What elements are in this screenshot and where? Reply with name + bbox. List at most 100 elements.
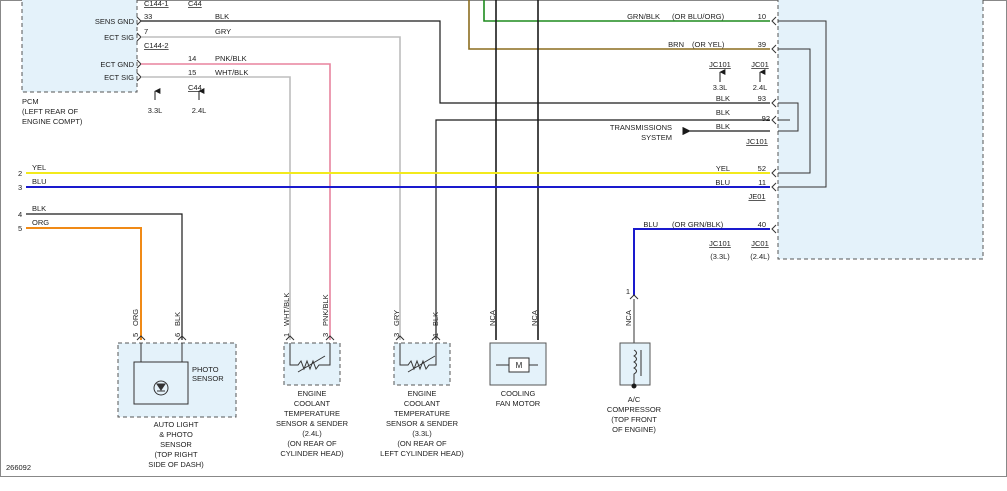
transmission-label-1: TRANSMISSIONS: [610, 123, 672, 132]
auto-light-box: [117, 342, 237, 418]
module-link-b: [778, 48, 811, 174]
fan-wire-nca-a: NCA: [488, 310, 497, 326]
module-link-a: [778, 20, 827, 188]
right-pin-num-93: 93: [758, 94, 766, 103]
left-wire-num-4: 4: [18, 210, 22, 219]
ect-2-4l-wire-pnk-blk: PNK/BLK: [321, 294, 330, 326]
compressor-pin-1: 1: [626, 287, 630, 296]
pcm-pin-wire-blk: BLK: [215, 12, 229, 21]
right-chevron-10: [771, 16, 777, 26]
right-wire-brn-alt: (OR YEL): [692, 40, 725, 49]
ect-2-4l-caption-2: COOLANT: [294, 399, 331, 408]
right-chevron-40: [771, 224, 777, 234]
ect-2-4l-caption-7: CYLINDER HEAD): [280, 449, 344, 458]
auto-light-wire-org: ORG: [131, 309, 140, 326]
right-pin-num-10: 10: [758, 12, 766, 21]
auto-light-wire-blk: BLK: [173, 312, 182, 326]
junction-jc01-c: JC01: [751, 239, 769, 248]
right-pin-num-39: 39: [758, 40, 766, 49]
wire-blk-4: [26, 213, 183, 340]
photo-diode-icon: [153, 380, 169, 396]
right-wire-blk-93: BLK: [716, 94, 730, 103]
auto-light-chevron-6: [177, 335, 187, 341]
auto-light-caption-5: SIDE OF DASH): [148, 460, 204, 469]
pcm-pin-num-33: 33: [144, 12, 152, 21]
pcm-chevron-7: [136, 32, 142, 42]
compressor-caption-4: OF ENGINE): [612, 425, 656, 434]
wire-wht-blk-15: [141, 76, 291, 340]
pcm-connector-c44-top: C44: [188, 0, 202, 8]
fan-caption-1: COOLING: [501, 389, 536, 398]
ect-3-3l-caption-7: LEFT CYLINDER HEAD): [380, 449, 464, 458]
compressor-caption-1: A/C: [628, 395, 641, 404]
figure-id: 266092: [6, 463, 31, 472]
ect-3-3l-caption-1: ENGINE: [408, 389, 437, 398]
junction-variant-3-3l: 3.3L: [713, 83, 728, 92]
right-wire-grn-blk: GRN/BLK: [627, 12, 660, 21]
pcm-pin-num-7: 7: [144, 27, 148, 36]
left-wire-color-yel: YEL: [32, 163, 46, 172]
pcm-connector-c144-2: C144-2: [144, 41, 169, 50]
right-wire-brn: BRN: [668, 40, 684, 49]
pcm-chevron-15: [136, 72, 142, 82]
compressor-caption-2: COMPRESSOR: [607, 405, 662, 414]
right-chevron-92: [771, 115, 777, 125]
ect-2-4l-caption-1: ENGINE: [298, 389, 327, 398]
ect-3-3l-caption-4: SENSOR & SENDER: [386, 419, 459, 428]
ect-3-3l-wire-blk: BLK: [431, 312, 440, 326]
ect-3-3l-thermistor-icon: [399, 343, 437, 373]
left-wire-num-2: 2: [18, 169, 22, 178]
ect-2-4l-thermistor-icon: [289, 343, 331, 373]
ect-3-3l-chevron-1: [431, 335, 441, 341]
pcm-location-line2: ENGINE COMPT): [22, 117, 83, 126]
pcm-connector-c144-1: C144-1: [144, 0, 169, 8]
compressor-caption-3: (TOP FRONT: [611, 415, 657, 424]
right-wire-blk-trans: BLK: [716, 122, 730, 131]
compressor-ground-icon: [631, 383, 637, 389]
right-pin-num-52: 52: [758, 164, 766, 173]
left-wire-color-blu: BLU: [32, 177, 47, 186]
ect-2-4l-caption-4: SENSOR & SENDER: [276, 419, 349, 428]
ect-2-4l-caption-5: (2.4L): [302, 429, 322, 438]
right-chevron-39: [771, 44, 777, 54]
junction-variant-2-4l: 2.4L: [753, 83, 768, 92]
ect-3-3l-caption-2: COOLANT: [404, 399, 441, 408]
pcm-pin-wire-pnk-blk: PNK/BLK: [215, 54, 247, 63]
variant-label-2-4l: 2.4L: [192, 106, 207, 115]
ect-2-4l-wire-wht-blk: WHT/BLK: [282, 293, 291, 326]
auto-light-pin-6: 6: [173, 333, 182, 337]
wire-gry-7: [141, 36, 401, 340]
transmission-label-2: SYSTEM: [641, 133, 672, 142]
ect-3-3l-wire-gry: GRY: [392, 310, 401, 326]
pcm-pin-wire-gry: GRY: [215, 27, 231, 36]
right-module-box: [777, 0, 984, 260]
right-pin-num-11: 11: [758, 178, 766, 187]
pcm-connector-c44-bottom: C44: [188, 83, 202, 92]
junction-jc01-a: JC01: [751, 60, 769, 69]
variant-label-3-3l: 3.3L: [148, 106, 163, 115]
ect-3-3l-caption-6: (ON REAR OF: [397, 439, 447, 448]
auto-light-caption-4: (TOP RIGHT: [154, 450, 197, 459]
right-wire-blk-92: BLK: [716, 108, 730, 117]
fan-motor-symbol: M: [516, 361, 523, 370]
pcm-pin-num-15: 15: [188, 68, 196, 77]
right-pin-num-92: 92: [762, 114, 770, 123]
auto-light-caption-3: SENSOR: [160, 440, 192, 449]
left-wire-num-5: 5: [18, 224, 22, 233]
right-chevron-11: [771, 182, 777, 192]
wire-blu-40: [633, 228, 770, 296]
ect-3-3l-pin-3: 3: [392, 333, 401, 337]
junction-variant-2-4l-p: (2.4L): [750, 252, 770, 261]
ect-3-3l-chevron-3: [395, 335, 405, 341]
photo-diode-triangle: [156, 383, 166, 392]
wire-pnk-blk-14: [141, 63, 331, 340]
right-wire-blu-40-alt: (OR GRN/BLK): [672, 220, 724, 229]
compressor-chevron-1: [629, 294, 639, 300]
wire-blk-92: [435, 119, 770, 340]
junction-jc101-a: JC101: [709, 60, 731, 69]
module-link-c: [778, 102, 799, 132]
junction-variant-3-3l-p: (3.3L): [710, 252, 730, 261]
right-chevron-93: [771, 98, 777, 108]
junction-jc101-b: JC101: [746, 137, 768, 146]
